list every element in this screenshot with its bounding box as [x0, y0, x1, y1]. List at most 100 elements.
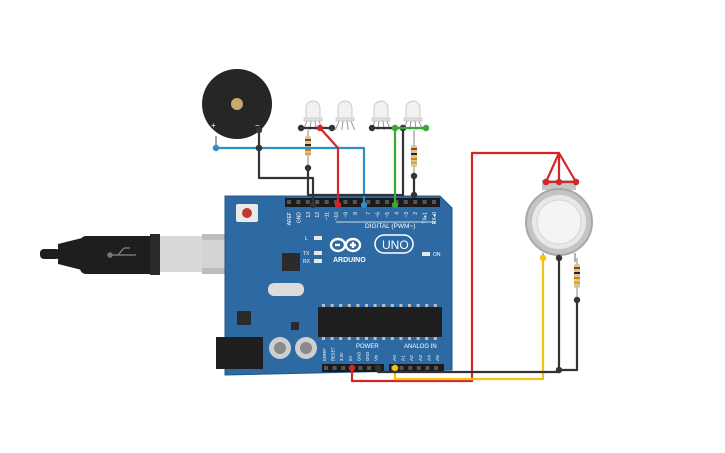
wire-endpoint	[410, 191, 418, 199]
wire	[544, 151, 578, 184]
resistor-3	[574, 258, 580, 300]
arduino-logo	[329, 237, 362, 253]
digital-pin-hole	[324, 200, 329, 204]
wire-endpoint	[297, 124, 305, 132]
atmega-chip	[318, 307, 442, 337]
wire-endpoint	[555, 366, 563, 374]
wire-endpoint	[334, 201, 342, 209]
led-rx	[314, 259, 322, 263]
digital-pin-label: RX◂0	[432, 212, 438, 224]
wire-endpoint	[573, 296, 581, 304]
analog-pin-label: A1	[401, 355, 407, 361]
wire-endpoint	[391, 364, 399, 372]
digital-pin-label: ~3	[404, 212, 410, 218]
led-rx-label: RX	[303, 259, 311, 265]
power-header-label: POWER	[356, 344, 379, 350]
digital-pin-hole	[432, 200, 436, 204]
wire	[350, 151, 561, 383]
board-brand-label: ARDUINO	[333, 257, 366, 264]
wire-endpoint	[572, 178, 580, 186]
buzzer-minus-label: −	[255, 121, 260, 130]
gas-sensor	[525, 180, 593, 262]
wire-endpoint	[422, 124, 430, 132]
digital-pin-hole	[352, 200, 357, 204]
led-l-label: L	[305, 236, 308, 242]
reset-button-cap	[242, 208, 252, 218]
chip-pins	[322, 304, 437, 340]
wire	[393, 256, 545, 381]
uno-badge	[374, 234, 414, 254]
power-pin-label: Vin	[374, 354, 379, 361]
wire-endpoint	[374, 364, 382, 372]
analog-pin-label: A0	[392, 355, 398, 361]
analog-pin-label: A4	[426, 355, 432, 361]
rgb-led-lens	[402, 100, 424, 131]
digital-pin-label: 7	[366, 212, 372, 215]
digital-pin-hole	[334, 200, 338, 204]
digital-pin-hole	[296, 200, 301, 204]
wire	[557, 298, 579, 372]
wire-endpoint	[410, 172, 418, 180]
digital-header-label: DIGITAL (PWM~)	[365, 223, 415, 230]
power-pin-label: RESET	[331, 347, 336, 361]
led-l	[314, 236, 322, 240]
digital-pin-hole	[287, 200, 291, 204]
digital-pin-label: ~5	[385, 212, 391, 218]
wire	[306, 126, 405, 197]
board-model-label: UNO	[382, 238, 409, 252]
digital-pin-hole	[315, 200, 320, 204]
digital-pin-label: 2	[413, 212, 419, 215]
wires	[212, 124, 581, 383]
analog-pin-label: A3	[418, 355, 424, 361]
digital-pin-hole	[403, 200, 408, 204]
wire-endpoint	[309, 201, 317, 209]
resistor-2	[411, 130, 417, 176]
regulator	[237, 311, 251, 325]
wire-endpoint	[391, 201, 399, 209]
buzzer-plus-label: +	[211, 121, 216, 130]
digital-pin-label: GND	[296, 212, 302, 224]
wire	[214, 146, 366, 207]
wire-endpoint	[316, 124, 324, 132]
digital-pin-hole	[385, 200, 389, 204]
power-pin-label: GND	[356, 352, 361, 361]
usb-icon	[107, 247, 136, 258]
rgb-leds	[302, 100, 424, 131]
power-pin-label: IOREF	[322, 348, 327, 361]
digital-header-holes	[287, 200, 436, 204]
wire-endpoint	[328, 124, 336, 132]
wire-endpoint	[539, 254, 547, 262]
digital-pin-hole	[422, 200, 427, 204]
wire-endpoint	[255, 144, 263, 152]
digital-pin-hole	[413, 200, 418, 204]
digital-pin-label: 12	[315, 212, 321, 218]
digital-pin-label: ~9	[343, 212, 349, 218]
led-on-label: ON	[433, 252, 441, 258]
wire	[257, 146, 315, 207]
wire-endpoint	[212, 144, 220, 152]
power-jack	[216, 337, 263, 369]
digital-pin-label: TX▸1	[423, 212, 429, 224]
analog-header	[389, 364, 444, 372]
wire	[318, 126, 340, 207]
digital-pin-label: 8	[353, 212, 359, 215]
digital-pin-label: ~11	[325, 212, 331, 220]
wire-endpoint	[304, 164, 312, 172]
wire-endpoint	[348, 364, 356, 372]
led-tx-label: TX	[303, 251, 310, 257]
wire-endpoint	[542, 178, 550, 186]
digital-pin-label: ~6	[376, 212, 382, 218]
rgb-led-lens	[370, 100, 392, 131]
digital-pin-hole	[375, 200, 380, 204]
led-tx	[314, 251, 322, 255]
power-pin-label: 3.3V	[339, 352, 344, 361]
digital-pin-label: AREF	[287, 212, 293, 225]
wire-endpoint	[255, 126, 263, 134]
wire-endpoint	[368, 124, 376, 132]
analog-pin-label: A2	[409, 355, 415, 361]
crystal	[268, 283, 304, 296]
